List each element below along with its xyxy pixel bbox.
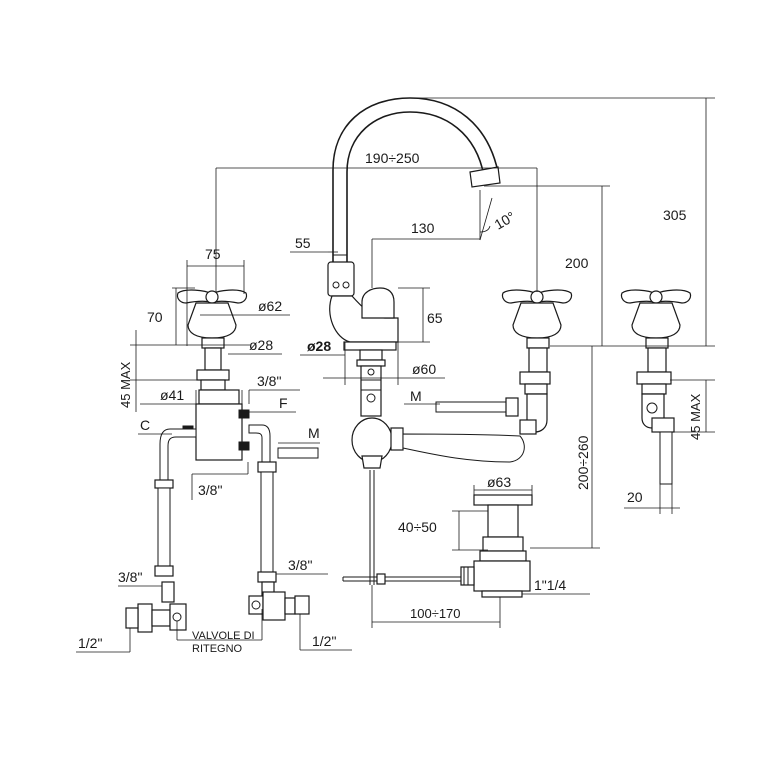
- dim-3-8-low-left: 3/8": [118, 569, 142, 585]
- left-cross-handle: [176, 289, 250, 461]
- dim-20: 20: [627, 489, 643, 505]
- dim-3-8-mid: 3/8": [198, 482, 222, 498]
- spout-body: [327, 261, 404, 469]
- dim-45-max-left: 45 MAX: [118, 361, 133, 408]
- dim-diameter-63: ø63: [487, 474, 511, 490]
- dim-55: 55: [295, 235, 311, 251]
- dim-45-max-right: 45 MAX: [688, 393, 703, 440]
- dim-F: F: [279, 395, 288, 411]
- right-cross-handle: [620, 289, 692, 485]
- dim-1-1-4: 1"1/4: [534, 577, 566, 593]
- dim-40-50: 40÷50: [398, 519, 437, 535]
- dim-200-260: 200÷260: [575, 435, 591, 490]
- dim-overall-height: 305: [663, 207, 687, 223]
- dim-diameter-60: ø60: [412, 361, 436, 377]
- dim-130: 130: [411, 220, 435, 236]
- dim-M-center: M: [410, 388, 422, 404]
- dim-diameter-28-left: ø28: [249, 337, 273, 353]
- dim-diameter-28-center: ø28: [307, 338, 331, 354]
- dim-70: 70: [147, 309, 163, 325]
- stop-valves-left: [125, 591, 310, 633]
- dim-75: 75: [205, 246, 221, 262]
- dim-100-170: 100÷170: [410, 606, 461, 621]
- dimension-labels: 190÷250 305 55 130 10° 200 75 70 ø62 65 …: [78, 150, 703, 655]
- dim-200: 200: [565, 255, 589, 271]
- dim-C: C: [140, 417, 150, 433]
- dim-3-8-low-right: 3/8": [288, 557, 312, 573]
- dim-spout-reach: 190÷250: [365, 150, 420, 166]
- dim-3-8-top: 3/8": [257, 373, 281, 389]
- dim-10-degrees: 10°: [492, 208, 518, 232]
- gooseneck-spout: [332, 97, 501, 262]
- middle-cross-handle: [501, 289, 573, 435]
- valvole-label-line2: RITEGNO: [192, 643, 243, 655]
- pop-up-waste: [460, 494, 533, 598]
- dim-1-2-left: 1/2": [78, 635, 102, 651]
- dim-1-2-right: 1/2": [312, 633, 336, 649]
- dim-65: 65: [427, 310, 443, 326]
- dimension-lines: [76, 97, 715, 653]
- valvole-label-line1: VALVOLE DI: [192, 630, 255, 642]
- dim-diameter-41: ø41: [160, 387, 184, 403]
- dim-diameter-62: ø62: [258, 298, 282, 314]
- middle-hoses: [402, 397, 525, 463]
- dim-M-left: M: [308, 425, 320, 441]
- pop-up-rod: [342, 470, 468, 585]
